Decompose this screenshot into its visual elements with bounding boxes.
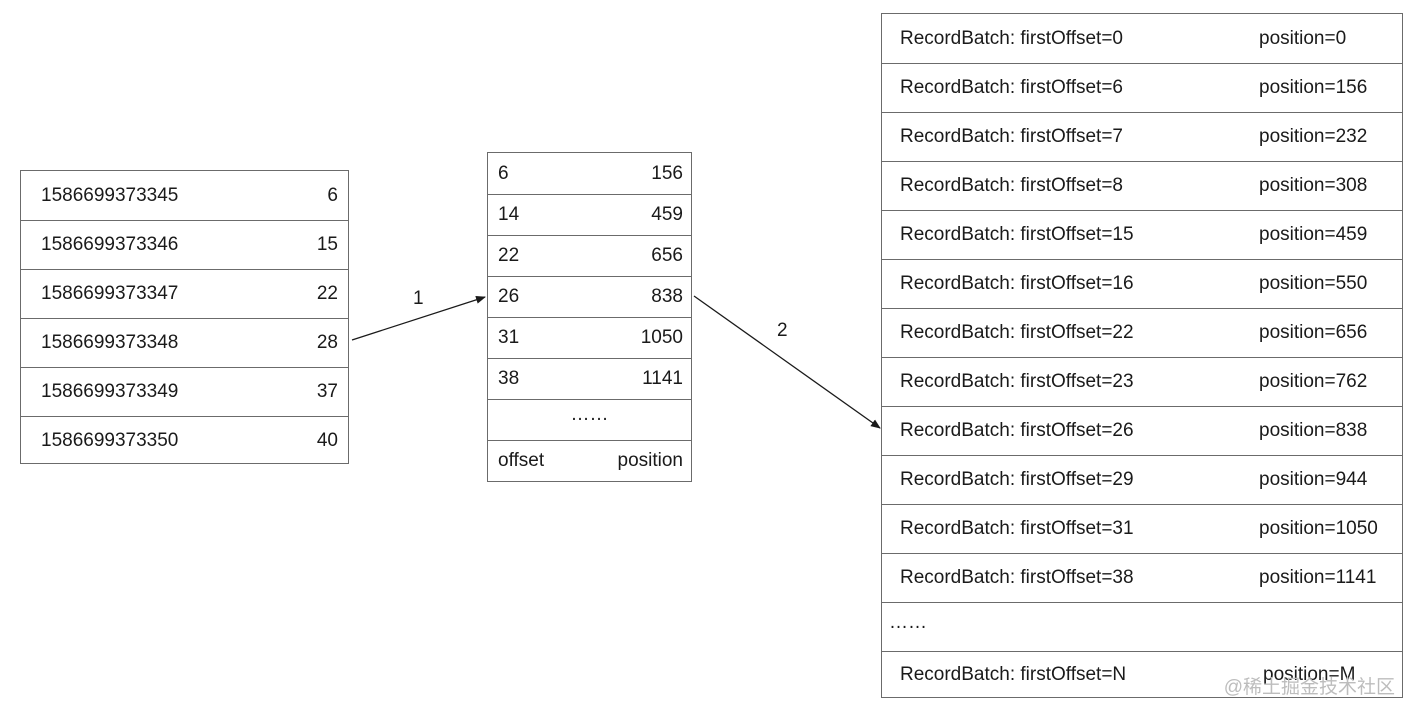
position-cell: position=459 xyxy=(1259,224,1368,245)
ellipsis: …… xyxy=(889,612,927,633)
arrow-step-2-label: 2 xyxy=(777,320,788,341)
log-segment-table: RecordBatch: firstOffset=0 position=0 Re… xyxy=(881,13,1403,698)
offset-cell: 26 xyxy=(498,286,520,307)
table-row: 22 656 xyxy=(488,235,691,276)
record-batch-cell: RecordBatch: firstOffset=0 xyxy=(900,27,1123,49)
table-row: RecordBatch: firstOffset=15 position=459 xyxy=(882,210,1402,259)
table-row: 1586699373350 40 xyxy=(21,416,348,465)
arrow-step-2 xyxy=(693,295,881,429)
position-cell: 656 xyxy=(651,245,683,266)
position-cell: position=838 xyxy=(1259,420,1368,441)
record-batch-cell: RecordBatch: firstOffset=16 xyxy=(900,273,1134,294)
table-row: RecordBatch: firstOffset=29 position=944 xyxy=(882,455,1402,504)
record-batch-cell: RecordBatch: firstOffset=7 xyxy=(900,126,1123,147)
position-cell: position=944 xyxy=(1259,469,1368,490)
record-batch-cell: RecordBatch: firstOffset=29 xyxy=(900,469,1134,490)
position-cell: 156 xyxy=(651,162,683,184)
table-row: RecordBatch: firstOffset=26 position=838 xyxy=(882,406,1402,455)
table-row: RecordBatch: firstOffset=38 position=114… xyxy=(882,553,1402,602)
table-row: 1586699373345 6 xyxy=(21,171,348,220)
position-cell: position=1141 xyxy=(1259,567,1377,588)
position-cell: position=762 xyxy=(1259,371,1368,392)
offset-cell: 6 xyxy=(498,162,509,184)
table-row: 38 1141 xyxy=(488,358,691,399)
position-cell: 838 xyxy=(651,286,683,307)
offset-cell: 38 xyxy=(498,368,520,389)
offset-cell: 28 xyxy=(316,332,338,353)
ellipsis-row: …… xyxy=(488,399,691,440)
position-cell: position=550 xyxy=(1259,273,1368,294)
offset-index-table: 6 156 14 459 22 656 26 838 31 1050 38 11… xyxy=(487,152,692,482)
table-row: 1586699373348 28 xyxy=(21,318,348,367)
offset-cell: 31 xyxy=(498,327,520,348)
timestamp-index-table: 1586699373345 6 1586699373346 15 1586699… xyxy=(20,170,349,464)
table-row: RecordBatch: firstOffset=23 position=762 xyxy=(882,357,1402,406)
table-row: 31 1050 xyxy=(488,317,691,358)
timestamp-cell: 1586699373345 xyxy=(41,184,179,206)
table-row: 26 838 xyxy=(488,276,691,317)
position-cell: 1050 xyxy=(640,327,683,348)
position-cell: position=308 xyxy=(1259,175,1368,196)
table-row: 14 459 xyxy=(488,194,691,235)
position-cell: 459 xyxy=(651,204,683,225)
table-row: 1586699373347 22 xyxy=(21,269,348,318)
table-row: RecordBatch: firstOffset=0 position=0 xyxy=(882,14,1402,63)
position-cell: position=156 xyxy=(1259,77,1368,98)
timestamp-cell: 1586699373347 xyxy=(41,283,179,304)
table-row: RecordBatch: firstOffset=N position=M xyxy=(882,651,1402,698)
table-row: RecordBatch: firstOffset=8 position=308 xyxy=(882,161,1402,210)
position-column-label: position xyxy=(617,450,684,471)
table-row: RecordBatch: firstOffset=31 position=105… xyxy=(882,504,1402,553)
record-batch-cell: RecordBatch: firstOffset=8 xyxy=(900,175,1123,196)
record-batch-cell: RecordBatch: firstOffset=22 xyxy=(900,322,1134,343)
record-batch-cell: RecordBatch: firstOffset=N xyxy=(900,664,1127,685)
position-cell: position=M xyxy=(1263,664,1356,685)
watermark: @稀土掘金技术社区 xyxy=(1223,677,1395,698)
table-row: 6 156 xyxy=(488,153,691,194)
record-batch-cell: RecordBatch: firstOffset=26 xyxy=(900,420,1134,441)
timestamp-cell: 1586699373349 xyxy=(41,381,179,402)
offset-cell: 22 xyxy=(316,283,338,304)
table-row: RecordBatch: firstOffset=22 position=656 xyxy=(882,308,1402,357)
offset-cell: 37 xyxy=(316,381,338,402)
position-cell: position=1050 xyxy=(1259,518,1378,539)
ellipsis-row: …… xyxy=(882,602,1402,651)
offset-cell: 14 xyxy=(498,204,520,225)
timestamp-cell: 1586699373350 xyxy=(41,430,179,451)
table-row: 1586699373349 37 xyxy=(21,367,348,416)
position-cell: position=0 xyxy=(1259,27,1347,49)
offset-cell: 6 xyxy=(327,184,338,206)
offset-cell: 40 xyxy=(316,430,338,451)
position-cell: 1141 xyxy=(642,368,683,389)
offset-cell: 15 xyxy=(316,234,338,255)
arrow-step-1-label: 1 xyxy=(413,288,424,309)
record-batch-cell: RecordBatch: firstOffset=15 xyxy=(900,224,1134,245)
record-batch-cell: RecordBatch: firstOffset=38 xyxy=(900,567,1134,588)
footer-row: offset position xyxy=(488,440,691,481)
timestamp-cell: 1586699373346 xyxy=(41,234,179,255)
offset-cell: 22 xyxy=(498,245,520,266)
timestamp-cell: 1586699373348 xyxy=(41,332,179,353)
record-batch-cell: RecordBatch: firstOffset=31 xyxy=(900,518,1134,539)
ellipsis: …… xyxy=(570,404,609,425)
record-batch-cell: RecordBatch: firstOffset=6 xyxy=(900,77,1123,98)
position-cell: position=656 xyxy=(1259,322,1368,343)
table-row: RecordBatch: firstOffset=6 position=156 xyxy=(882,63,1402,112)
table-row: RecordBatch: firstOffset=16 position=550 xyxy=(882,259,1402,308)
table-row: RecordBatch: firstOffset=7 position=232 xyxy=(882,112,1402,161)
arrow-step-1 xyxy=(351,295,486,341)
offset-column-label: offset xyxy=(498,450,545,471)
position-cell: position=232 xyxy=(1259,126,1368,147)
table-row: 1586699373346 15 xyxy=(21,220,348,269)
record-batch-cell: RecordBatch: firstOffset=23 xyxy=(900,371,1134,392)
